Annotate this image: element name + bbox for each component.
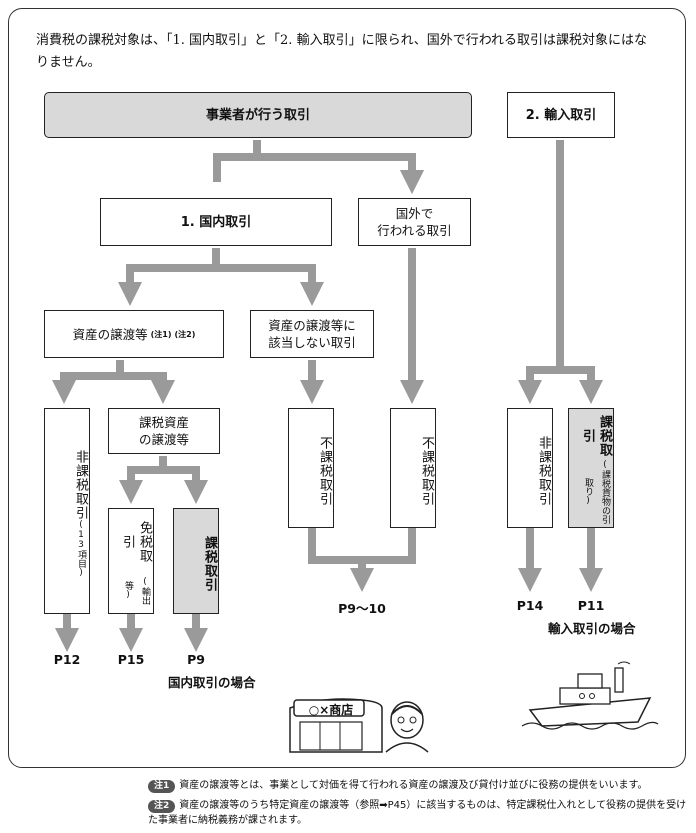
arrow-import-split [518, 140, 564, 404]
import-taxable-sub: (課税貨物の引取り) [583, 460, 610, 525]
ship-illustration [521, 661, 659, 730]
import-nontaxable-label: 非課税取引 [536, 436, 551, 506]
taxable-domestic-box: 課税取引 [173, 508, 219, 614]
intro-text: 消費税の課税対象は、「1. 国内取引」と「2. 輸入取引」に限られ、国外で行われ… [36, 33, 648, 70]
import-nontaxable-box: 非課税取引 [507, 408, 553, 528]
arrow-domestic-split [118, 248, 220, 306]
arrow-to-import-taxable [560, 366, 603, 404]
arrow-untaxed-merge [308, 528, 416, 580]
import-transactions-label: 2. 輸入取引 [525, 107, 597, 123]
import-case-caption: 輸入取引の場合 [548, 621, 636, 636]
untaxed-label-2: 不課税取引 [419, 436, 434, 506]
import-transactions-box: 2. 輸入取引 [507, 92, 615, 138]
arrow-to-taxable-domestic [163, 466, 208, 504]
domestic-transactions-box: 1. 国内取引 [100, 198, 332, 246]
abroad-transactions-box: 国外で 行われる取引 [358, 198, 471, 246]
nontaxable-box: 非課税取引 (13項目) [44, 408, 90, 614]
exempt-box: 免税取引 (輸出等) [108, 508, 154, 614]
not-asset-transfer-box: 資産の譲渡等に 該当しない取引 [250, 310, 374, 358]
untaxed-label-1: 不課税取引 [317, 436, 332, 506]
page-ref-p12: P12 [53, 652, 81, 667]
business-transactions-box: 事業者が行う取引 [44, 92, 472, 138]
page-ref-p11: P11 [577, 598, 605, 613]
page-ref-p9: P9 [187, 652, 205, 667]
asset-transfer-note2: (注2) [174, 329, 196, 339]
footnote-2-text: 資産の譲渡等のうち特定資産の譲渡等（参照➡P45）に該当するものは、特定課税仕入… [148, 800, 687, 826]
shop-sign: ○×商店 [308, 703, 354, 717]
exempt-sub: (輸出等) [123, 576, 150, 605]
page-ref-p15: P15 [117, 652, 145, 667]
import-taxable-label: 課税取引 [580, 415, 612, 458]
not-asset-transfer-label: 資産の譲渡等に 該当しない取引 [268, 318, 356, 350]
arrow-business-split [213, 140, 412, 182]
arrow-transfer-split [52, 360, 124, 404]
footnote-1-text: 資産の譲渡等とは、事業として対価を得て行われる資産の譲渡及び貸付け並びに役務の提… [179, 780, 648, 791]
exempt-label: 免税取引 [120, 520, 152, 563]
footnote-1-tag: 注1 [148, 780, 176, 793]
shop-illustration [289, 698, 429, 753]
import-taxable-box: 課税取引 (課税貨物の引取り) [568, 408, 614, 528]
untaxed-box-1: 不課税取引 [288, 408, 334, 528]
page-ref-p9-10: P9〜10 [338, 601, 386, 616]
nontaxable-sub: (13項目) [76, 520, 86, 578]
business-transactions-label: 事業者が行う取引 [205, 107, 310, 123]
asset-transfer-box: 資産の譲渡等 (注1) (注2) [44, 310, 224, 358]
taxable-transfer-box: 課税資産 の譲渡等 [108, 408, 220, 454]
arrow-to-taxable-transfer [120, 372, 175, 404]
taxable-domestic-label: 課税取引 [202, 536, 217, 592]
untaxed-box-2: 不課税取引 [390, 408, 436, 528]
arrow-taxable-split [119, 456, 167, 504]
asset-transfer-label: 資産の譲渡等 [72, 326, 148, 342]
asset-transfer-note1: (注1) [150, 329, 172, 339]
arrow-to-not-transfer [216, 264, 324, 306]
abroad-transactions-label: 国外で 行われる取引 [377, 206, 452, 238]
nontaxable-label: 非課税取引 [73, 450, 88, 520]
domestic-transactions-label: 1. 国内取引 [180, 214, 252, 230]
page-ref-p14: P14 [516, 598, 544, 613]
taxable-transfer-label: 課税資産 の譲渡等 [138, 415, 189, 447]
domestic-case-caption: 国内取引の場合 [168, 675, 256, 690]
footnote-2-tag: 注2 [148, 800, 176, 813]
